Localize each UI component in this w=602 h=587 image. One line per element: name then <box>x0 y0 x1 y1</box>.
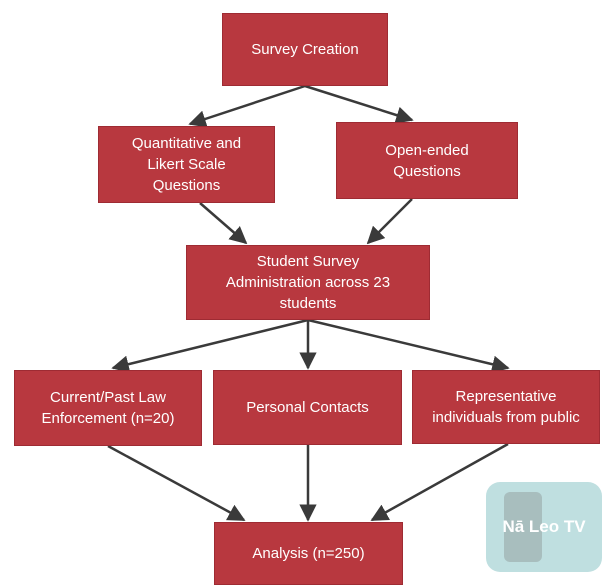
node-quantitative-likert: Quantitative and Likert Scale Questions <box>98 126 275 203</box>
arrow-openended-to-administration <box>366 198 413 245</box>
watermark-text: Nā Leo TV <box>502 517 586 536</box>
node-law-enforcement: Current/Past Law Enforcement (n=20) <box>14 370 202 446</box>
arrow-creation-to-quantitative <box>188 84 306 128</box>
phone-icon <box>504 492 542 562</box>
arrow-law-to-analysis <box>107 444 246 522</box>
node-open-ended-label: Open-ended Questions <box>385 141 469 180</box>
channel-watermark: Nā Leo TV <box>486 482 602 572</box>
node-survey-administration: Student Survey Administration across 23 … <box>186 245 430 320</box>
arrow-administration-to-representative <box>307 318 510 373</box>
arrow-representative-to-analysis <box>370 442 509 522</box>
node-survey-administration-label: Student Survey Administration across 23 … <box>225 253 391 312</box>
node-analysis-label: Analysis (n=250) <box>252 545 365 562</box>
node-survey-creation: Survey Creation <box>222 13 388 86</box>
arrow-administration-to-law <box>111 318 309 373</box>
node-personal-contacts-label: Personal Contacts <box>246 399 369 416</box>
node-representative-individuals: Representative individuals from public <box>412 370 600 444</box>
node-personal-contacts: Personal Contacts <box>213 370 402 445</box>
node-law-enforcement-label: Current/Past Law Enforcement (n=20) <box>41 389 175 427</box>
node-quantitative-likert-label: Quantitative and Likert Scale Questions <box>131 135 242 194</box>
arrow-creation-to-openended <box>304 84 414 124</box>
arrow-quantitative-to-administration <box>199 202 248 245</box>
node-representative-individuals-label: Representative individuals from public <box>432 388 580 426</box>
node-analysis: Analysis (n=250) <box>214 522 403 585</box>
node-survey-creation-label: Survey Creation <box>251 41 359 58</box>
node-open-ended: Open-ended Questions <box>336 122 518 199</box>
